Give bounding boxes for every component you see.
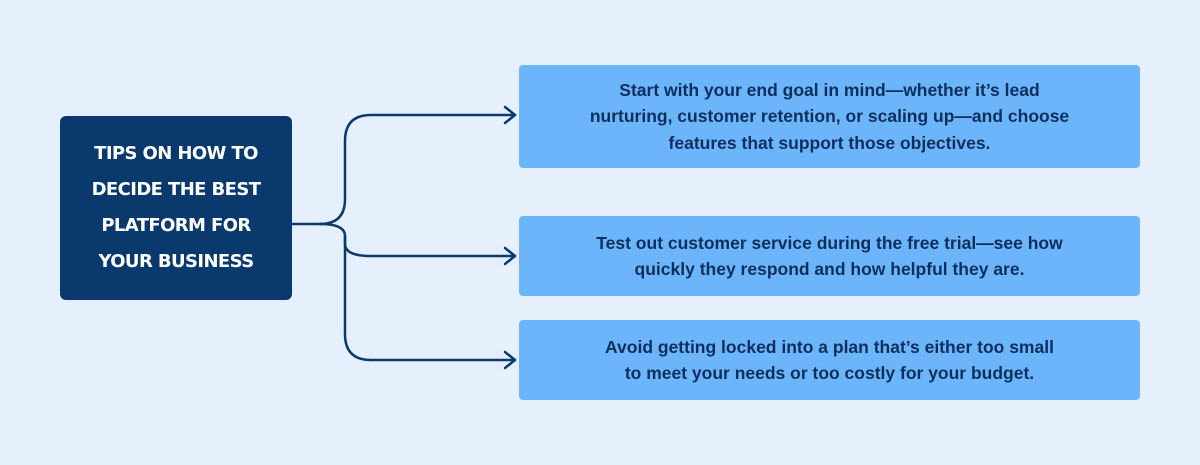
root-title: TIPS ON HOW TO DECIDE THE BEST PLATFORM … [91, 143, 261, 272]
connector-branch-1 [318, 113, 517, 226]
connector-branch-2 [318, 222, 517, 258]
arrowhead-1 [503, 105, 517, 125]
tip-text-1: Start with your end goal in mind—whether… [589, 79, 1070, 153]
root-node: TIPS ON HOW TO DECIDE THE BEST PLATFORM … [60, 116, 292, 300]
arrowhead-2 [503, 246, 517, 266]
arrowhead-3 [503, 350, 517, 370]
connector-branch-3 [343, 234, 517, 362]
tip-node-2: Test out customer service during the fre… [519, 216, 1140, 296]
tip-node-3: Avoid getting locked into a plan that’s … [519, 320, 1140, 400]
tip-text-2: Test out customer service during the fre… [596, 232, 1063, 280]
tip-text-3: Avoid getting locked into a plan that’s … [605, 336, 1054, 384]
tip-node-1: Start with your end goal in mind—whether… [519, 65, 1140, 168]
